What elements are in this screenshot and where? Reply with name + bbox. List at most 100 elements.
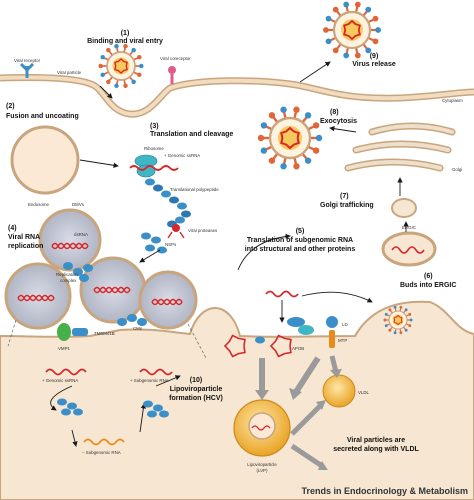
er-membrane-region bbox=[0, 300, 474, 500]
vmp1-icon bbox=[57, 323, 71, 341]
genomic-ssrna-bottom bbox=[45, 368, 87, 376]
virion-spike-head bbox=[100, 54, 105, 60]
endosome bbox=[10, 125, 80, 195]
virion-spike-head bbox=[100, 72, 105, 78]
mtp-label: MTP bbox=[338, 338, 347, 343]
translational-polypeptide bbox=[145, 178, 191, 228]
genomic-ssrna-top bbox=[129, 165, 179, 171]
step10-line2: formation (HCV) bbox=[169, 395, 223, 402]
virion-spike-head bbox=[384, 312, 388, 316]
virion-spike-head bbox=[409, 318, 413, 322]
genomic-ssrna-top-label: + Genomic ssRNA bbox=[164, 153, 200, 158]
virion-spike-head bbox=[312, 122, 320, 129]
virion-spike-head bbox=[372, 38, 379, 45]
virion-spike-head bbox=[332, 6, 339, 13]
virion-spike-head bbox=[312, 147, 320, 154]
virion-spike-head bbox=[260, 147, 268, 154]
dsrna-strand bbox=[17, 296, 55, 302]
journal-footer: Trends in Endocrinology & Metabolism bbox=[301, 486, 468, 496]
step5-line2: into structural and other proteins bbox=[245, 246, 356, 253]
capsid-protein bbox=[255, 336, 265, 344]
replication-complex-bead bbox=[79, 274, 89, 282]
virion-spike-head bbox=[257, 134, 265, 142]
replication-complex-label-1: Replication bbox=[56, 272, 78, 277]
virion-spike-head bbox=[365, 6, 372, 13]
step7-num: (7) bbox=[340, 193, 349, 200]
replication-complex-bead bbox=[73, 268, 83, 276]
cytoplasm-label: Cytoplasm bbox=[442, 98, 463, 103]
virion-spike-head bbox=[388, 308, 392, 312]
virion-spike-head bbox=[123, 83, 128, 89]
ergic-vesicle bbox=[381, 231, 437, 267]
virion-spike-head bbox=[268, 157, 276, 164]
virion-rna bbox=[114, 58, 128, 74]
ribosome-label: Ribosome bbox=[144, 146, 164, 151]
pathway-arrows bbox=[50, 61, 409, 447]
step6-label: Buds into ERGIC bbox=[400, 282, 456, 289]
dsrna-helices bbox=[17, 242, 183, 306]
polypeptide-bead bbox=[177, 202, 187, 210]
subgenomic-rna-minus-label: − Subgenomic RNA bbox=[82, 450, 121, 455]
protein-bead bbox=[147, 410, 157, 418]
virion-spike-head bbox=[372, 15, 379, 22]
virion-spike-head bbox=[137, 54, 142, 60]
replication-complex-bead bbox=[83, 264, 93, 272]
ribosome-icon bbox=[134, 154, 158, 178]
apob-protein-icon bbox=[287, 317, 314, 335]
replication-complex bbox=[63, 262, 147, 326]
step8-num: (8) bbox=[330, 109, 339, 116]
step1-label: Binding and viral entry bbox=[87, 38, 163, 45]
virion-spike-head bbox=[123, 43, 128, 49]
vldl-label: VLDL bbox=[358, 390, 370, 395]
virion-spike-head bbox=[131, 47, 136, 53]
step1-num: (1) bbox=[121, 30, 130, 37]
secreted-line2: secreted along with VLDL bbox=[333, 446, 419, 453]
protein-bead bbox=[159, 410, 169, 418]
dsrna-strand bbox=[51, 244, 89, 250]
virion-spike-head bbox=[114, 43, 119, 49]
step8-label: Exocytosis bbox=[320, 118, 357, 125]
protein-bead bbox=[73, 408, 83, 416]
secreted-line1: Viral particles are bbox=[347, 437, 405, 444]
genomic-ssrna-label: + Genomic ssRNA bbox=[42, 378, 78, 383]
virion-spike-head bbox=[260, 122, 268, 129]
step4-num: (4) bbox=[8, 225, 17, 232]
virion-spike-head bbox=[304, 112, 312, 119]
nsp-bead bbox=[145, 244, 155, 252]
vldl-particle bbox=[322, 374, 356, 408]
viral-particle-label: Viral particle bbox=[57, 70, 82, 75]
polypeptide-bead bbox=[153, 184, 163, 192]
viral-coreceptor-label: Viral coreceptor bbox=[160, 56, 191, 61]
step3-num: (3) bbox=[150, 123, 159, 130]
virion-spike-head bbox=[304, 157, 312, 164]
nsp-bead bbox=[157, 246, 167, 254]
replication-complex-bead bbox=[137, 318, 147, 326]
protein-bead bbox=[57, 398, 67, 406]
nsps-cluster bbox=[141, 232, 167, 254]
protein-bead bbox=[153, 404, 163, 412]
virion-budding bbox=[383, 305, 413, 335]
subgenomic-rna-plus-label: + Subgenomic RNA bbox=[130, 378, 169, 383]
replication-complex-bead bbox=[117, 318, 127, 326]
virion-spike-head bbox=[399, 305, 403, 309]
golgi-stack bbox=[344, 122, 456, 172]
zoom-dashes bbox=[7, 319, 207, 359]
nsps-label: NSPs bbox=[165, 242, 177, 247]
subgenomic-rna-plus bbox=[139, 368, 173, 376]
lvp-label-1: Lipoviroparticle bbox=[247, 462, 277, 467]
cms-label: CMs bbox=[133, 326, 143, 331]
dsrna-strand bbox=[93, 288, 131, 294]
polypeptide-bead bbox=[175, 216, 185, 224]
golgi-vesicle bbox=[391, 198, 417, 218]
translational-polypeptide-label: Translational polypeptide bbox=[170, 187, 219, 192]
virion-spike-head bbox=[131, 79, 136, 85]
replication-complex-bead bbox=[127, 314, 137, 322]
polypeptide-bead bbox=[161, 190, 171, 198]
virion-spike-head bbox=[384, 324, 388, 328]
polypeptide-bead bbox=[169, 196, 179, 204]
virion-spike-head bbox=[354, 1, 361, 8]
virion-entry bbox=[98, 43, 144, 89]
apob-label: APOB bbox=[292, 346, 304, 351]
virion-released bbox=[323, 1, 381, 59]
nsp-bead bbox=[151, 236, 161, 244]
